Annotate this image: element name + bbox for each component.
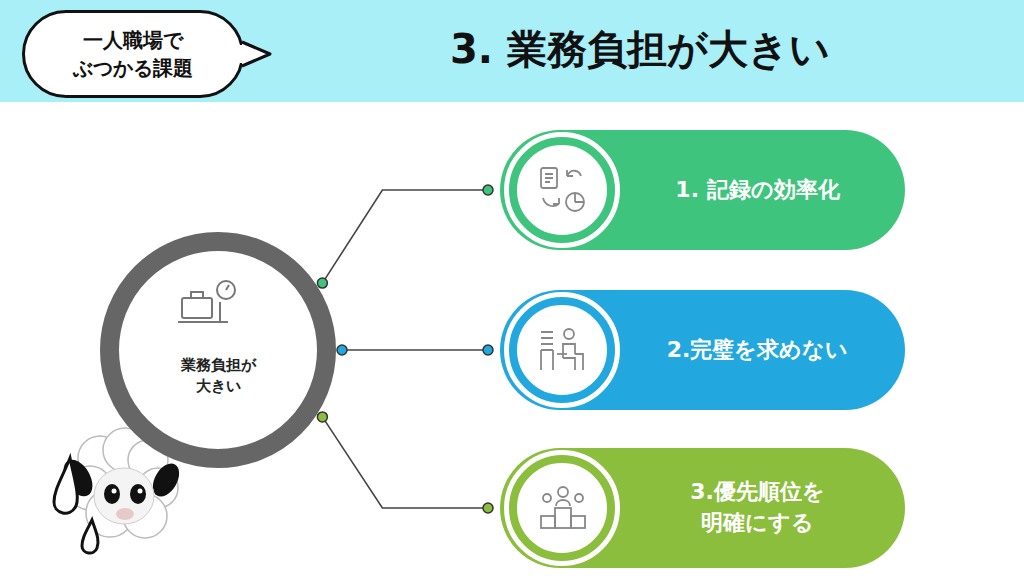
center-circle: 業務負担が 大きい <box>100 232 336 468</box>
connector <box>317 185 493 288</box>
bubble-text: 一人職場で ぶつかる課題 <box>58 26 208 82</box>
record-icon <box>537 164 589 216</box>
solution-pill: 1. 記録の効率化 <box>500 130 905 250</box>
center-label: 業務負担が 大きい <box>168 355 268 397</box>
icon-ring <box>504 292 620 408</box>
pill-label: 3.優先順位を 明確にする <box>630 477 885 539</box>
pill-label: 1. 記録の効率化 <box>675 175 839 206</box>
podium-icon <box>537 482 589 534</box>
page-title: 3. 業務負担が大きい <box>330 22 950 77</box>
icon-disc <box>514 142 610 238</box>
desk-worker-icon <box>537 324 589 376</box>
connector <box>337 345 493 355</box>
speech-bubble: 一人職場で ぶつかる課題 <box>22 10 244 98</box>
icon-disc <box>514 302 610 398</box>
workload-icon <box>176 278 242 330</box>
solution-pill: 2.完璧を求めない <box>500 290 905 410</box>
bubble-tail <box>240 36 280 76</box>
icon-ring <box>504 132 620 248</box>
connector <box>317 412 493 513</box>
pill-label: 2.完璧を求めない <box>667 335 849 366</box>
